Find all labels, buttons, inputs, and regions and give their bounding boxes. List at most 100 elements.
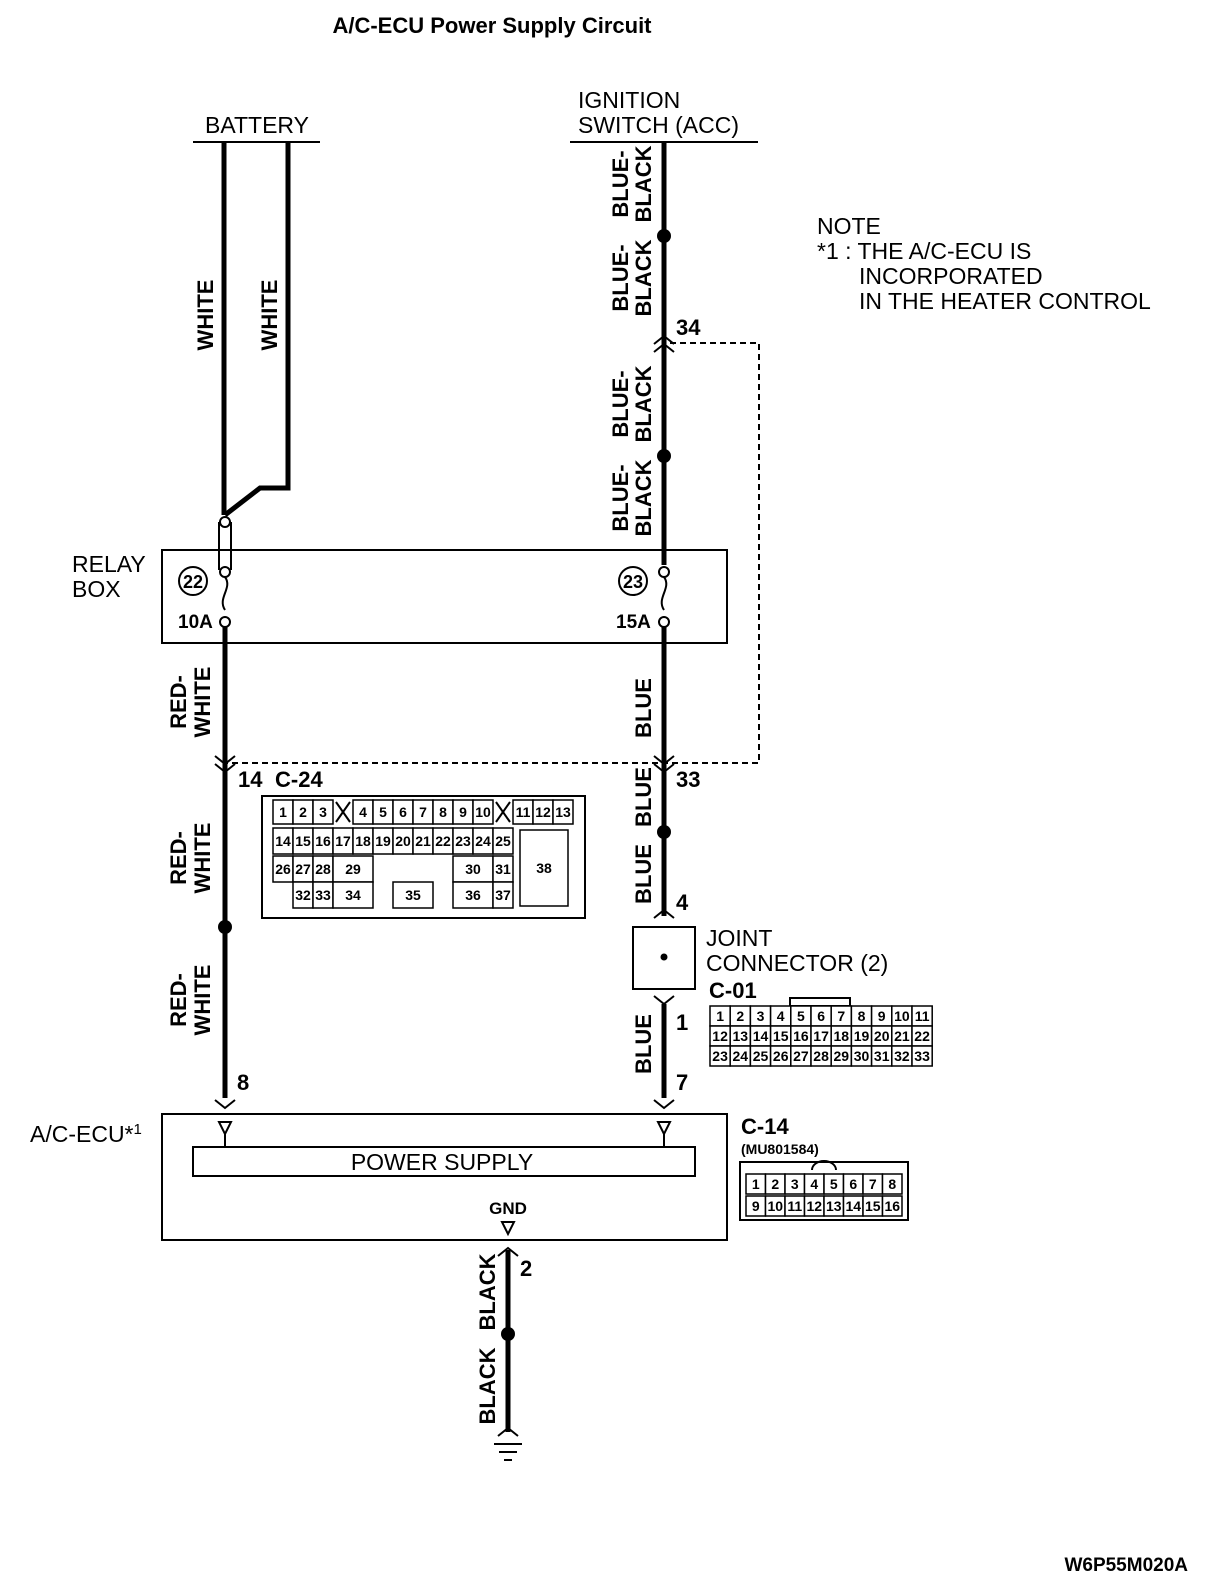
connector-c01-label: C-01 (709, 978, 757, 1003)
c24-pin: 3 (319, 804, 327, 820)
c01-pin: 14 (753, 1028, 769, 1044)
c24-pin: 25 (495, 833, 511, 849)
note-line2: INCORPORATED (859, 263, 1043, 289)
splice-ignition-1 (657, 229, 671, 243)
wire-color-black-1: BLACK (475, 1253, 500, 1330)
wire-color-blue-black-3a: BLUE- (608, 370, 633, 437)
c01-pin: 19 (854, 1028, 870, 1044)
fuse-22-element (221, 576, 229, 611)
c24-pin: 22 (435, 833, 451, 849)
c24-cell (452, 881, 494, 909)
ecu-box (161, 1113, 728, 1241)
c24-cell (312, 799, 334, 825)
pin-2: 2 (520, 1256, 532, 1281)
c01-pin: 20 (874, 1028, 890, 1044)
c24-pin: 33 (315, 887, 331, 903)
c24-pin: 34 (345, 887, 361, 903)
battery-label: BATTERY (205, 112, 309, 138)
c01-pin: 22 (914, 1028, 930, 1044)
c24-cell (492, 827, 514, 855)
c24-pin: 11 (516, 804, 531, 820)
pin-4: 4 (676, 890, 689, 915)
note-line1: *1 : THE A/C-ECU IS (817, 238, 1031, 264)
note-heading: NOTE (817, 213, 881, 239)
c24-pin: 9 (459, 804, 467, 820)
wire-color-blue-black-3b: BLACK (631, 365, 656, 442)
c01-pin: 16 (793, 1028, 809, 1044)
c24-blank-x (495, 801, 511, 823)
c24-pin: 38 (536, 860, 552, 876)
joint-connector-label-line2: CONNECTOR (2) (706, 950, 888, 976)
wire-color-blue-black-4a: BLUE- (608, 464, 633, 531)
c01-pin: 32 (894, 1048, 910, 1064)
c01-pin: 4 (777, 1008, 785, 1024)
c14-pin: 8 (888, 1176, 896, 1192)
c24-pin: 13 (555, 804, 571, 820)
pin-7: 7 (676, 1070, 688, 1095)
wire-color-black-2: BLACK (475, 1347, 500, 1424)
c24-pin: 4 (359, 804, 367, 820)
c24-housing (261, 795, 586, 919)
splice-ignition-2 (657, 449, 671, 463)
c24-blank-x (335, 801, 351, 823)
connector-c14-part: (MU801584) (741, 1141, 819, 1157)
c24-pin: 10 (475, 804, 491, 820)
fuse-23-number: 23 (623, 572, 643, 592)
dashed-connector-link (226, 342, 760, 764)
c01-pin: 9 (878, 1008, 886, 1024)
c24-pin: 16 (315, 833, 331, 849)
ignition-label-line1: IGNITION (578, 87, 680, 113)
pin-8: 8 (237, 1070, 249, 1095)
wire-color-blue-2: BLUE (631, 767, 656, 827)
c01-pin: 2 (736, 1008, 744, 1024)
wire-color-blue-black-1b: BLACK (631, 145, 656, 222)
ground-pin-2-mark (497, 1246, 519, 1257)
c24-pin: 27 (295, 861, 311, 877)
c24-pin: 30 (465, 861, 481, 877)
ecu-label: A/C-ECU*1 (30, 1121, 142, 1147)
c24-pin: 35 (405, 887, 421, 903)
gnd-label: GND (489, 1199, 527, 1218)
c14-pin: 16 (884, 1198, 900, 1214)
c24-cell (519, 829, 569, 907)
c01-latch (789, 997, 851, 1007)
c24-pin: 15 (295, 833, 311, 849)
c01-pin: 5 (797, 1008, 805, 1024)
ground-symbol-top (497, 1426, 519, 1437)
fuse-23-lower-terminal (658, 616, 670, 628)
c01-pin: 31 (874, 1048, 890, 1064)
c01-pin: 29 (834, 1048, 850, 1064)
wire-color-blue-black-2a: BLUE- (608, 244, 633, 311)
c24-pin: 28 (315, 861, 331, 877)
ecu-label-text: A/C-ECU* (30, 1121, 134, 1147)
connector-33-mark-2 (653, 763, 675, 774)
fuse-22-number: 22 (183, 572, 203, 592)
c24-pin: 31 (495, 861, 511, 877)
c14-cell (881, 1195, 903, 1217)
gnd-mark (500, 1221, 516, 1237)
fuse-23-number-circle (618, 566, 648, 596)
c14-pin: 9 (752, 1198, 760, 1214)
wire-color-red-white-1b: WHITE (190, 667, 215, 738)
c24-pin: 1 (279, 804, 287, 820)
c01-pin: 24 (733, 1048, 749, 1064)
connector-c24-label: C-24 (275, 767, 323, 792)
c14-pin: 10 (767, 1198, 783, 1214)
ignition-label-line2: SWITCH (ACC) (578, 112, 739, 138)
wire-color-blue-1: BLUE (631, 678, 656, 738)
c01-pin: 6 (817, 1008, 825, 1024)
c14-pin: 14 (845, 1198, 861, 1214)
c01-pin: 8 (858, 1008, 866, 1024)
relay-box-label-line1: RELAY (72, 551, 146, 577)
c14-cell (881, 1173, 903, 1195)
splice-red-white (218, 920, 232, 934)
pin-1: 1 (676, 1010, 688, 1035)
c24-pin: 8 (439, 804, 447, 820)
c24-pin: 23 (455, 833, 471, 849)
relay-box (161, 549, 728, 644)
joint-connector-box (632, 926, 696, 990)
figure-code: W6P55M020A (1064, 1555, 1188, 1574)
